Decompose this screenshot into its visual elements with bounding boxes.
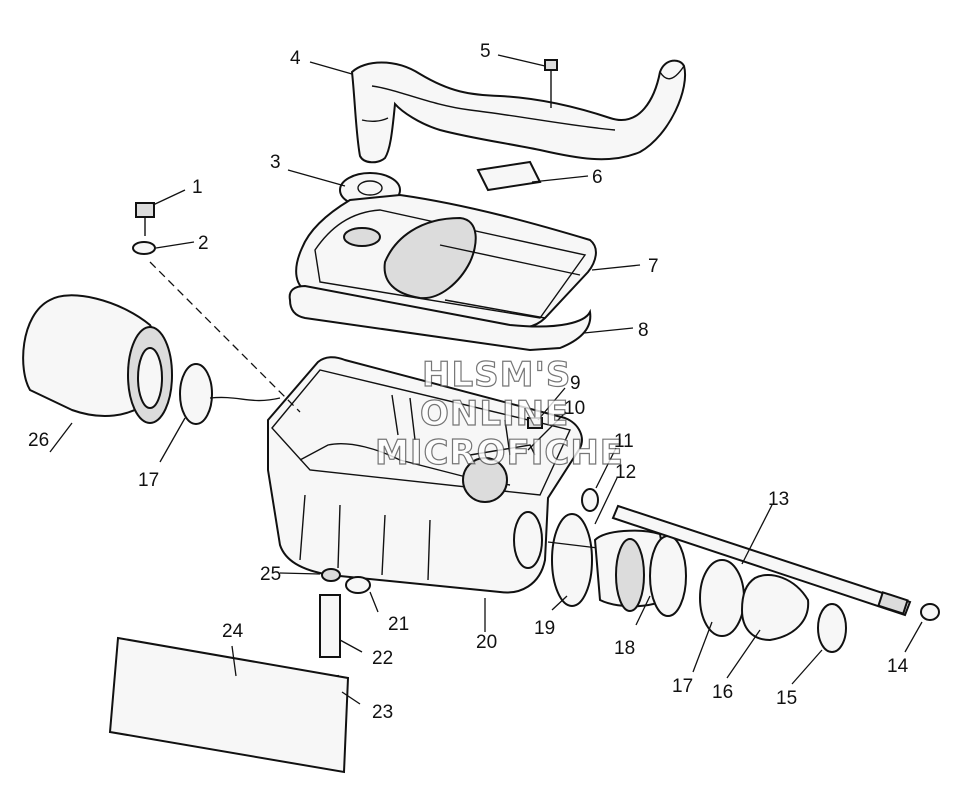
callout-numbers: 1 2 3 4 5 6 7 8 9 10 11 12 13 14 15 16 1… — [28, 41, 909, 723]
part-25-nut[interactable] — [321, 568, 341, 582]
part-1-bolt[interactable] — [135, 202, 155, 236]
callout-2: 2 — [198, 233, 209, 254]
callout-14: 14 — [887, 656, 909, 677]
callout-6: 6 — [592, 167, 603, 188]
callout-10: 10 — [564, 398, 585, 419]
part-12-bolt — [547, 541, 599, 549]
part-24-foam-pad[interactable] — [108, 636, 350, 774]
part-19-gasket[interactable] — [551, 513, 593, 607]
callout-24: 24 — [222, 621, 244, 642]
part-7-airbox-cover[interactable] — [295, 193, 597, 329]
callout-17-left: 17 — [138, 470, 159, 491]
callout-16: 16 — [712, 682, 733, 703]
callout-15: 15 — [776, 688, 797, 709]
callout-13: 13 — [768, 489, 789, 510]
part-18-adapter[interactable] — [593, 529, 687, 617]
callout-8: 8 — [638, 320, 649, 341]
part-9-fitting[interactable] — [527, 417, 543, 429]
part-15-clamp[interactable] — [817, 603, 847, 653]
part-5-screw[interactable] — [544, 59, 558, 108]
callout-7: 7 — [648, 256, 659, 277]
part-13-tube[interactable] — [611, 504, 912, 617]
callout-23: 23 — [372, 702, 393, 723]
callout-22: 22 — [372, 648, 393, 669]
callout-4: 4 — [290, 48, 301, 69]
part-2-washer[interactable] — [132, 241, 156, 255]
callout-20: 20 — [476, 632, 497, 653]
part-17-clamp-left[interactable] — [179, 363, 213, 425]
part-10-bracket[interactable] — [469, 444, 536, 456]
part-22-drain-tube[interactable] — [319, 594, 341, 658]
part-16-boot[interactable] — [740, 574, 810, 642]
watermark: HLSM'S ONLINE MICROFICHE — [374, 354, 624, 473]
part-11-plug[interactable] — [581, 488, 599, 512]
callout-3: 3 — [270, 152, 281, 173]
leader-lines — [49, 54, 923, 705]
watermark-line-3: MICROFICHE — [375, 433, 624, 473]
part-8-cover-seal[interactable] — [288, 284, 592, 352]
part-6-pad[interactable] — [476, 160, 542, 192]
callout-21: 21 — [388, 614, 409, 635]
callout-9: 9 — [570, 373, 581, 394]
callout-12: 12 — [615, 462, 636, 483]
part-4-intake-duct[interactable] — [350, 59, 687, 164]
callout-25: 25 — [260, 564, 281, 585]
callout-11: 11 — [614, 431, 634, 452]
callout-17-right: 17 — [672, 676, 693, 697]
callout-5: 5 — [480, 41, 491, 62]
part-17-clamp-right[interactable] — [699, 559, 745, 637]
watermark-line-1: HLSM'S — [422, 355, 571, 395]
part-26-air-filter[interactable] — [22, 294, 173, 424]
callout-18: 18 — [614, 638, 635, 659]
callout-19: 19 — [534, 618, 555, 639]
part-21-washer[interactable] — [345, 576, 371, 594]
watermark-line-2: ONLINE — [420, 394, 569, 434]
part-20-airbox-base[interactable] — [267, 356, 583, 594]
part-14-cap[interactable] — [920, 603, 940, 621]
callout-26: 26 — [28, 430, 49, 451]
callout-1: 1 — [192, 177, 203, 198]
